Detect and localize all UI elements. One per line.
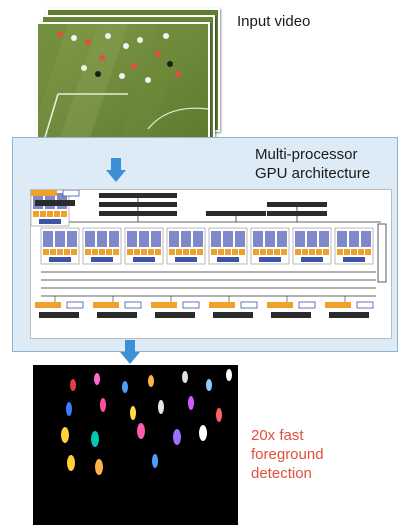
input-video-label: Input video bbox=[237, 13, 311, 30]
foreground-mask-image bbox=[33, 365, 238, 525]
gpu-architecture-diagram bbox=[30, 189, 392, 339]
result-caption-line1: 20x fast bbox=[251, 427, 304, 444]
down-arrow-icon bbox=[120, 340, 140, 364]
foreground-blobs bbox=[61, 369, 232, 475]
video-frame-front bbox=[36, 22, 210, 146]
result-caption-line3: detection bbox=[251, 465, 312, 482]
gpu-caption-line2: GPU architecture bbox=[255, 165, 371, 182]
down-arrow-icon bbox=[106, 158, 126, 182]
soccer-pitch-image bbox=[38, 24, 208, 144]
result-caption-line2: foreground bbox=[251, 446, 324, 463]
gpu-caption-line1: Multi-processor bbox=[255, 146, 358, 163]
gpu-block-diagram bbox=[30, 189, 387, 319]
